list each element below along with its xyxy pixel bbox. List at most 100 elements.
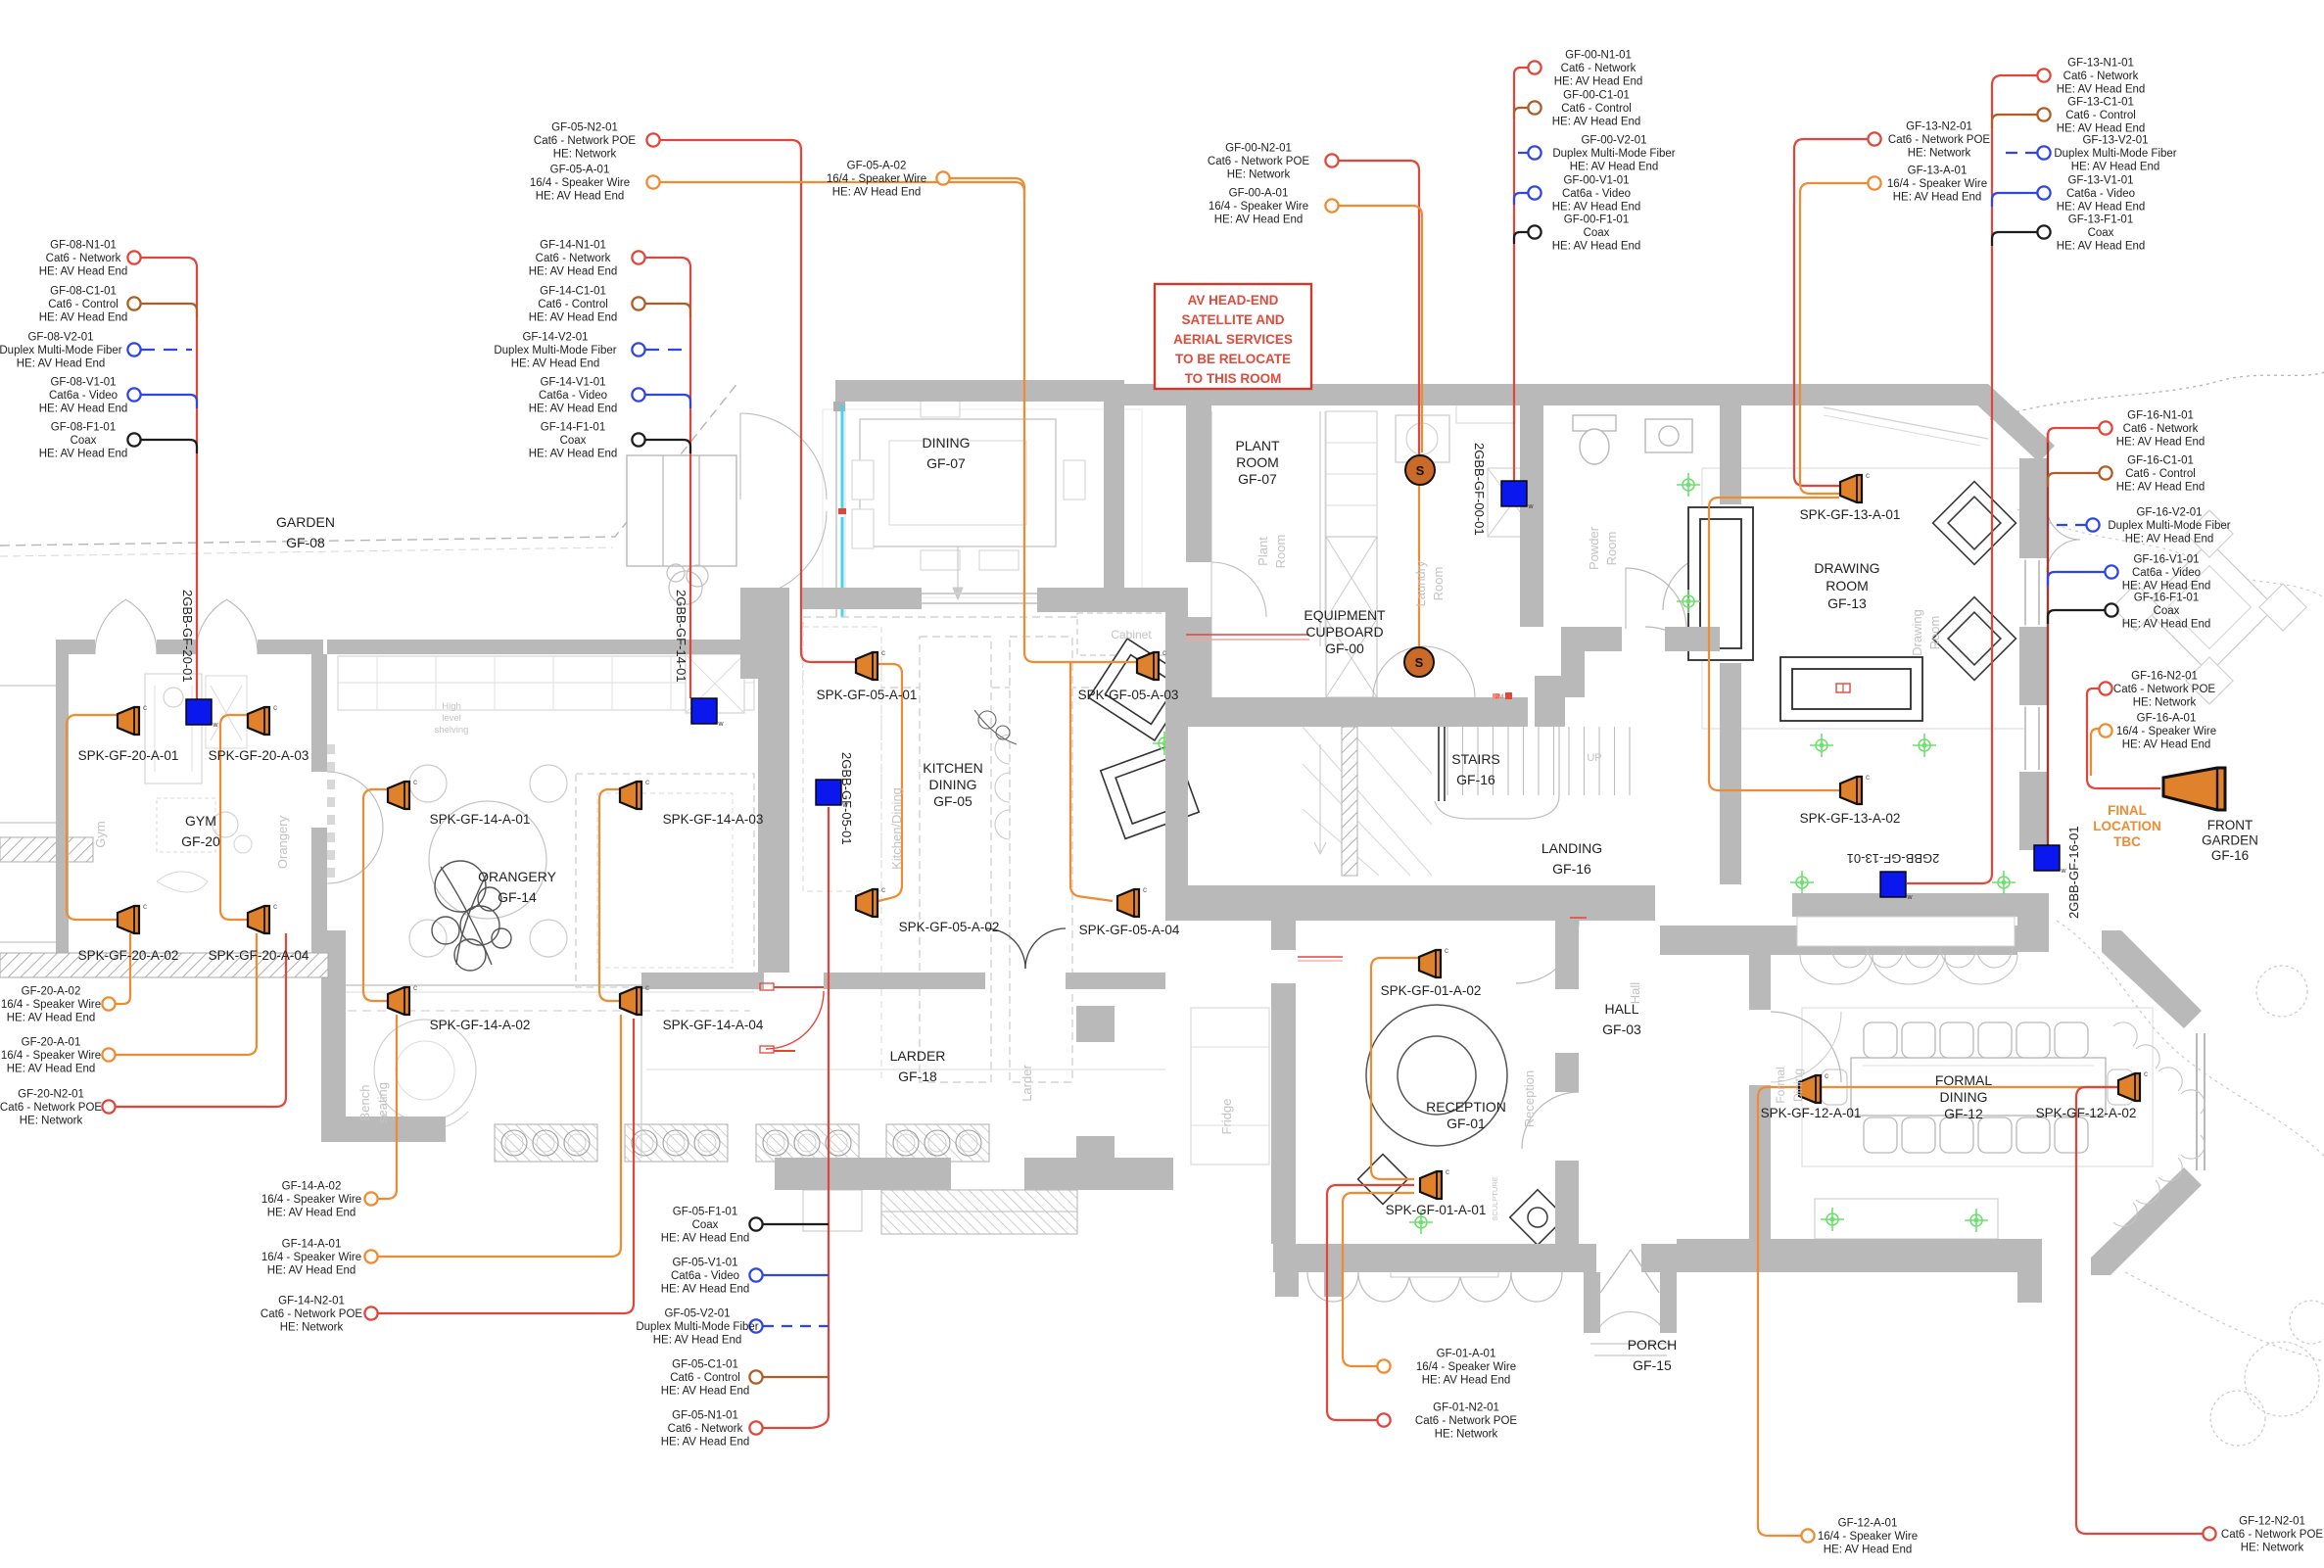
svg-text:GF-00-N1-01: GF-00-N1-01	[1565, 50, 1632, 62]
svg-text:c: c	[1825, 1071, 1828, 1080]
svg-text:c: c	[1866, 471, 1870, 480]
svg-text:Cat6 - Network: Cat6 - Network	[668, 1423, 743, 1435]
svg-text:HE: AV Head End: HE: AV Head End	[39, 449, 128, 460]
svg-text:GF-00-N2-01: GF-00-N2-01	[1225, 143, 1292, 155]
svg-text:HE: AV Head End: HE: AV Head End	[529, 266, 618, 278]
svg-text:c: c	[273, 902, 277, 911]
svg-text:HE: AV Head End: HE: AV Head End	[2116, 482, 2205, 494]
svg-text:Duplex Multi-Mode Fiber: Duplex Multi-Mode Fiber	[494, 345, 616, 356]
svg-text:HE: AV Head End: HE: AV Head End	[529, 449, 618, 460]
svg-text:GYM: GYM	[185, 813, 216, 829]
svg-text:GF-13-N2-01: GF-13-N2-01	[1906, 121, 1972, 133]
svg-text:HE: AV Head End: HE: AV Head End	[1552, 202, 1641, 214]
svg-text:Cat6a - Video: Cat6a - Video	[2132, 567, 2201, 579]
svg-text:HE: AV Head End: HE: AV Head End	[661, 1284, 750, 1296]
svg-text:SPK-GF-12-A-02: SPK-GF-12-A-02	[2036, 1106, 2137, 1120]
svg-text:HE: AV Head End: HE: AV Head End	[267, 1208, 356, 1219]
svg-text:GF-13-N1-01: GF-13-N1-01	[2067, 58, 2134, 70]
svg-text:Bench: Bench	[357, 1085, 372, 1121]
svg-text:HE: AV Head End: HE: AV Head End	[1552, 117, 1641, 128]
svg-text:SPK-GF-20-A-02: SPK-GF-20-A-02	[78, 948, 179, 963]
svg-text:HE: AV Head End: HE: AV Head End	[529, 312, 618, 324]
svg-text:GF-08-V2-01: GF-08-V2-01	[27, 332, 93, 344]
svg-text:DINING: DINING	[929, 777, 977, 792]
svg-text:ROOM: ROOM	[1826, 578, 1869, 594]
svg-text:c: c	[143, 902, 147, 911]
svg-text:Duplex Multi-Mode Fiber: Duplex Multi-Mode Fiber	[1552, 148, 1675, 160]
svg-text:HE: Network: HE: Network	[2133, 697, 2197, 709]
svg-text:GF-14-C1-01: GF-14-C1-01	[540, 286, 606, 298]
svg-text:Cat6 - Control: Cat6 - Control	[538, 299, 608, 310]
svg-text:Cat6 - Network POE: Cat6 - Network POE	[534, 135, 636, 147]
svg-text:GF-13-V2-01: GF-13-V2-01	[2082, 135, 2148, 147]
svg-text:GF-00-V2-01: GF-00-V2-01	[1581, 135, 1646, 147]
svg-text:2M: 2M	[1495, 694, 1503, 700]
svg-text:GF-05-V2-01: GF-05-V2-01	[664, 1308, 730, 1320]
svg-text:SPK-GF-20-A-04: SPK-GF-20-A-04	[209, 948, 309, 963]
svg-text:GF-13-A-01: GF-13-A-01	[1908, 166, 1968, 177]
svg-text:TO THIS ROOM: TO THIS ROOM	[1185, 371, 1282, 386]
svg-text:HE: Network: HE: Network	[20, 1116, 83, 1127]
svg-text:HE: AV Head End: HE: AV Head End	[536, 191, 625, 203]
svg-text:GF-16-V2-01: GF-16-V2-01	[2136, 507, 2202, 519]
svg-text:EQUIPMENT: EQUIPMENT	[1304, 607, 1386, 623]
svg-text:c: c	[881, 648, 885, 657]
svg-text:w: w	[717, 721, 724, 728]
svg-text:SPK-GF-13-A-02: SPK-GF-13-A-02	[1800, 811, 1901, 826]
svg-text:c: c	[881, 885, 885, 894]
svg-text:HE: AV Head End: HE: AV Head End	[1893, 192, 1982, 204]
svg-text:GF-16: GF-16	[1456, 772, 1495, 787]
svg-text:HE: AV Head End: HE: AV Head End	[2116, 437, 2205, 449]
svg-text:FORMAL: FORMAL	[1935, 1072, 1993, 1088]
svg-text:HALL: HALL	[1604, 1001, 1638, 1017]
svg-text:SPK-GF-20-A-03: SPK-GF-20-A-03	[209, 748, 309, 763]
svg-text:w: w	[1906, 894, 1913, 901]
svg-text:SPK-GF-20-A-01: SPK-GF-20-A-01	[78, 748, 179, 763]
svg-text:GF-13-V1-01: GF-13-V1-01	[2067, 175, 2133, 187]
svg-text:HE: AV Head End: HE: AV Head End	[1552, 241, 1641, 253]
svg-text:HE: Network: HE: Network	[553, 149, 617, 161]
svg-text:SPK-GF-14-A-03: SPK-GF-14-A-03	[663, 812, 764, 827]
svg-text:ROOM: ROOM	[1236, 454, 1279, 470]
svg-text:Cat6 - Control: Cat6 - Control	[670, 1372, 740, 1384]
svg-text:Cat6 - Network: Cat6 - Network	[2123, 423, 2199, 435]
svg-text:c: c	[413, 983, 417, 992]
svg-text:16/4 - Speaker Wire: 16/4 - Speaker Wire	[2116, 726, 2216, 737]
svg-text:Orangery: Orangery	[275, 815, 290, 869]
svg-text:HE: AV Head End: HE: AV Head End	[7, 1064, 96, 1075]
svg-text:GF-08-F1-01: GF-08-F1-01	[51, 422, 116, 434]
svg-text:GF-01: GF-01	[1447, 1116, 1486, 1131]
svg-text:Gym: Gym	[93, 821, 108, 847]
svg-text:Cat6 - Network POE: Cat6 - Network POE	[2221, 1529, 2323, 1541]
svg-text:w: w	[1527, 503, 1534, 510]
svg-text:HE: AV Head End: HE: AV Head End	[2125, 534, 2214, 546]
svg-text:STAIRS: STAIRS	[1451, 751, 1500, 767]
svg-text:Reception: Reception	[1522, 1070, 1537, 1128]
svg-text:Duplex Multi-Mode Fiber: Duplex Multi-Mode Fiber	[636, 1321, 758, 1333]
svg-text:GF-16: GF-16	[1552, 861, 1591, 877]
svg-text:Cat6a - Video: Cat6a - Video	[671, 1270, 739, 1282]
svg-text:c: c	[143, 703, 147, 712]
svg-text:GF-01-N2-01: GF-01-N2-01	[1433, 1402, 1499, 1414]
svg-text:Dining: Dining	[1791, 1069, 1805, 1102]
svg-text:HE: AV Head End: HE: AV Head End	[1824, 1544, 1913, 1556]
svg-text:SPK-GF-01-A-01: SPK-GF-01-A-01	[1386, 1203, 1487, 1217]
svg-text:Laundry: Laundry	[1413, 560, 1428, 606]
svg-text:Room: Room	[1927, 616, 1942, 650]
svg-text:Coax: Coax	[2154, 605, 2180, 617]
svg-text:HE: AV Head End: HE: AV Head End	[2057, 241, 2146, 253]
svg-text:GF-12-N2-01: GF-12-N2-01	[2239, 1516, 2305, 1528]
svg-text:GF-14-F1-01: GF-14-F1-01	[541, 422, 605, 434]
svg-text:SPK-GF-05-A-03: SPK-GF-05-A-03	[1078, 688, 1179, 702]
svg-text:c: c	[645, 778, 649, 786]
svg-text:c: c	[1445, 946, 1448, 955]
svg-text:GF-20: GF-20	[181, 833, 220, 849]
svg-text:w: w	[212, 722, 218, 729]
svg-text:HE: AV Head End: HE: AV Head End	[1570, 162, 1659, 173]
svg-text:HE: AV Head End: HE: AV Head End	[39, 404, 128, 415]
svg-text:LARDER: LARDER	[890, 1048, 946, 1064]
svg-text:DINING: DINING	[923, 435, 971, 451]
svg-text:HE: AV Head End: HE: AV Head End	[2122, 581, 2211, 593]
svg-text:HE: Network: HE: Network	[1435, 1429, 1498, 1441]
svg-text:Fridge: Fridge	[1219, 1099, 1234, 1135]
